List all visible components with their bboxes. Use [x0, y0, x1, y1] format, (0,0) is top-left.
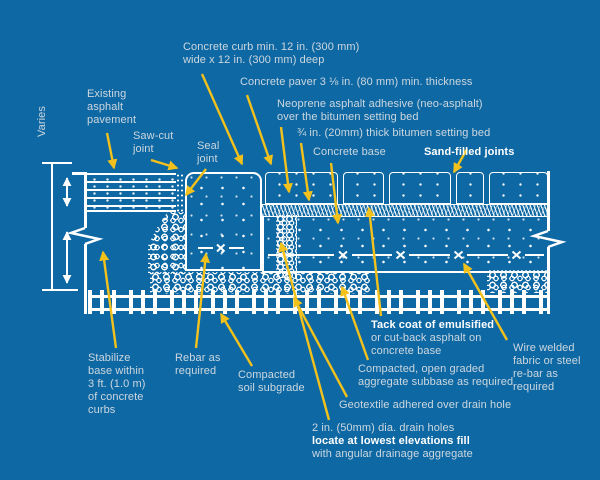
label-concrete-paver: Concrete paver 3 ⅛ in. (80 mm) min. thic…: [240, 76, 473, 88]
concrete-paver-section: [456, 172, 484, 204]
concrete-paver-section: [265, 172, 338, 204]
label-seal-joint: Seal joint: [197, 140, 220, 165]
concrete-paver-section: [389, 172, 451, 204]
left-wall-line: [84, 244, 87, 314]
aggregate-fill-left-section: [148, 212, 186, 274]
label-aggregate-subbase: Compacted, open graded aggregate subbase…: [358, 363, 514, 388]
label-neoprene-adhesive: Neoprene asphalt adhesive (neo-asphalt) …: [277, 98, 483, 123]
drain-hole-aggregate-section: [276, 215, 297, 278]
label-varies: Varies: [36, 106, 48, 137]
subgrade-rail-line: [88, 308, 548, 311]
seal-joint-strip: [176, 173, 185, 212]
dimension-varies-lines: [42, 162, 78, 291]
label-concrete-base: Concrete base: [313, 146, 386, 158]
concrete-base-section: [262, 216, 548, 273]
subgrade-rail-line: [88, 295, 548, 298]
arrow-soil-subgrade: [219, 312, 254, 367]
label-soil-subgrade: Compacted soil subgrade: [238, 369, 305, 394]
label-drain-holes: 2 in. (50mm) dia. drain holes locate at …: [312, 422, 473, 460]
right-wall-line: [547, 247, 550, 314]
label-stabilize-base: Stabilize base within 3 ft. (1.0 m) of c…: [88, 352, 146, 416]
label-concrete-curb: Concrete curb min. 12 in. (300 mm) wide …: [183, 41, 360, 66]
arrow-concrete-paver: [245, 94, 273, 166]
arrow-existing-asphalt: [105, 132, 118, 170]
label-sand-filled-joints: Sand-filled joints: [424, 146, 515, 158]
left-wall-line: [84, 172, 87, 228]
label-saw-cut-joint: Saw-cut joint: [133, 130, 174, 155]
pavement-edge-line: [72, 172, 86, 175]
existing-asphalt-section: [85, 173, 176, 212]
break-symbol-left: [66, 226, 104, 246]
label-wire-fabric: Wire welded fabric or steel re-bar as re…: [513, 342, 581, 393]
label-rebar: Rebar as required: [175, 352, 221, 377]
concrete-curb-section: [185, 172, 262, 271]
label-geotextile: Geotextile adhered over drain hole: [339, 399, 512, 411]
label-tack-coat: Tack coat of emulsified or cut-back asph…: [371, 319, 495, 357]
label-existing-asphalt: Existing asphalt pavement: [87, 88, 137, 126]
right-wall-line: [547, 171, 550, 231]
concrete-paver-section: [489, 172, 548, 204]
label-bitumen-bed: ¾ in. (20mm) thick bitumen setting bed: [297, 127, 491, 139]
arrow-saw-cut-joint: [150, 158, 179, 171]
concrete-paver-section: [343, 172, 384, 204]
